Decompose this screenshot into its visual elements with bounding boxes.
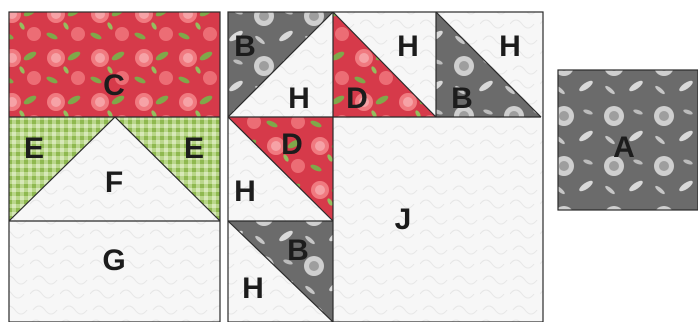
label-c: C <box>103 69 125 102</box>
label-h-top-center: H <box>288 82 310 115</box>
label-d-mid: D <box>281 128 303 161</box>
label-b-bottom: B <box>287 234 309 267</box>
right-block <box>228 12 543 322</box>
label-g: G <box>102 244 125 277</box>
label-a: A <box>613 131 635 164</box>
label-e-right: E <box>184 132 204 165</box>
label-f: F <box>105 166 123 199</box>
label-h-top-right-2: H <box>499 30 521 63</box>
label-j: J <box>395 203 412 236</box>
label-h-top-right-1: H <box>397 30 419 63</box>
label-h-bottom: H <box>242 272 264 305</box>
label-e-left: E <box>24 132 44 165</box>
label-b-top: B <box>234 30 256 63</box>
label-d-top: D <box>346 82 368 115</box>
label-h-mid-left: H <box>234 175 256 208</box>
label-b-top-right: B <box>451 82 473 115</box>
